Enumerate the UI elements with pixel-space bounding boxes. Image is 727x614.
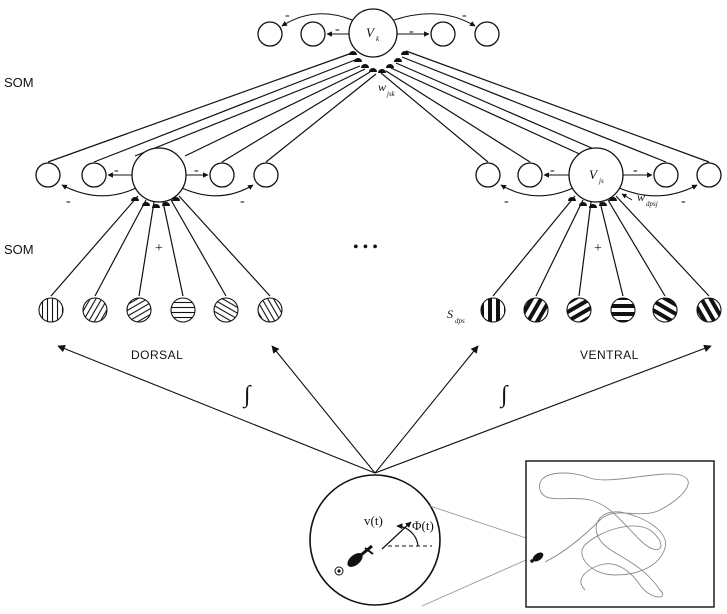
sdps-subscript: dps — [455, 317, 465, 325]
trajectory-agent — [530, 552, 544, 563]
integration-arrows — [57, 344, 712, 474]
dorsal-som-layer — [35, 147, 279, 203]
dorsal-neuron-center — [131, 147, 187, 203]
integral-left: ∫ — [242, 382, 252, 409]
top-neighbor-4 — [474, 21, 500, 47]
ventral-minus-2: - — [550, 163, 555, 178]
dorsal-synapses — [131, 197, 180, 208]
ventral-neighbor-3 — [653, 162, 679, 188]
ventral-stimulus-5 — [652, 297, 678, 323]
ventral-neighbor-4 — [696, 162, 722, 188]
dorsal-minus-2: - — [114, 163, 119, 178]
top-neighbor-1 — [257, 21, 283, 47]
ventral-stimulus-2 — [523, 297, 549, 323]
ventral-stimulus-4 — [610, 297, 636, 323]
ventral-minus-3: - — [633, 163, 638, 178]
wdpsj-label: w — [637, 190, 645, 204]
ventral-neighbor-2 — [517, 162, 543, 188]
top-neighbor-2 — [300, 21, 326, 47]
dorsal-plus: + — [155, 241, 163, 256]
dorsal-neighbor-3 — [209, 162, 235, 188]
vjs-subscript: js — [598, 177, 604, 185]
dorsal-minus-3: - — [194, 163, 199, 178]
ventral-minus-4: - — [681, 194, 686, 209]
wjsk-subscript: jsk — [386, 90, 396, 98]
ventral-minus-1: - — [504, 194, 509, 209]
dorsal-stimulus-2 — [82, 297, 108, 323]
dorsal-lateral-connections — [61, 172, 254, 197]
top-minus-3: - — [409, 24, 414, 39]
agent-tail-dot — [337, 569, 341, 573]
ventral-synapses — [568, 197, 617, 208]
top-som-layer — [257, 8, 500, 58]
top-neighbor-3 — [430, 21, 456, 47]
sdps-label: S — [447, 307, 453, 321]
vk-label: V — [366, 25, 376, 40]
ventral-som-layer — [475, 147, 722, 203]
ventral-stimulus-3 — [566, 297, 592, 323]
top-minus-4: - — [462, 8, 467, 23]
velocity-arrow — [381, 521, 412, 550]
zoom-lines — [421, 505, 527, 607]
dorsal-stimulus-4 — [170, 297, 196, 323]
top-afferent-connections — [47, 50, 710, 163]
vk-subscript: k — [376, 35, 380, 43]
agent-head — [364, 547, 374, 555]
dorsal-stimulus-6 — [257, 297, 283, 323]
top-minus-2: - — [335, 22, 340, 37]
heading-angle-arc — [396, 523, 419, 547]
ventral-label: VENTRAL — [580, 348, 639, 362]
ventral-afferent-connections — [492, 195, 710, 297]
som-label-bottom: SOM — [4, 242, 34, 257]
trajectory-path — [539, 472, 689, 598]
dorsal-label: DORSAL — [131, 348, 183, 362]
velocity-label: v(t) — [364, 513, 383, 528]
dorsal-neighbor-4 — [253, 162, 279, 188]
vjs-label: V — [589, 167, 599, 182]
ventral-stimulus-6 — [696, 297, 722, 323]
ellipsis: • • • — [353, 239, 378, 256]
heading-label: Φ(t) — [412, 518, 434, 533]
agent-zoom-circle — [309, 474, 441, 606]
som-label-top: SOM — [4, 75, 34, 90]
dorsal-stimulus-1 — [38, 297, 64, 323]
ventral-stimulus-1 — [480, 297, 506, 323]
agent-figure — [334, 521, 432, 576]
dorsal-stimulus-3 — [126, 297, 152, 323]
dorsal-neighbor-2 — [81, 162, 107, 188]
dorsal-minus-1: - — [66, 194, 71, 209]
wdpsj-subscript: dpsj — [646, 200, 658, 208]
ventral-stimuli — [480, 297, 722, 323]
dorsal-afferent-connections — [50, 195, 271, 297]
ventral-lateral-connections — [500, 172, 698, 197]
top-lateral-connections — [281, 13, 476, 37]
wdpsj-arrow — [621, 193, 633, 201]
integral-right: ∫ — [499, 382, 509, 409]
agent-neck — [360, 544, 373, 557]
top-neuron-vk — [348, 8, 398, 58]
dorsal-minus-4: - — [240, 194, 245, 209]
top-synapses — [349, 51, 409, 73]
ventral-neighbor-1 — [475, 162, 501, 188]
top-minus-1: - — [285, 8, 290, 23]
agent-body — [347, 553, 363, 567]
wjsk-label: w — [378, 80, 386, 94]
dorsal-neighbor-1 — [35, 162, 61, 188]
dorsal-stimulus-5 — [213, 297, 239, 323]
trajectory-box — [525, 460, 715, 608]
dorsal-stimuli — [38, 297, 283, 323]
ventral-plus: + — [594, 241, 602, 256]
